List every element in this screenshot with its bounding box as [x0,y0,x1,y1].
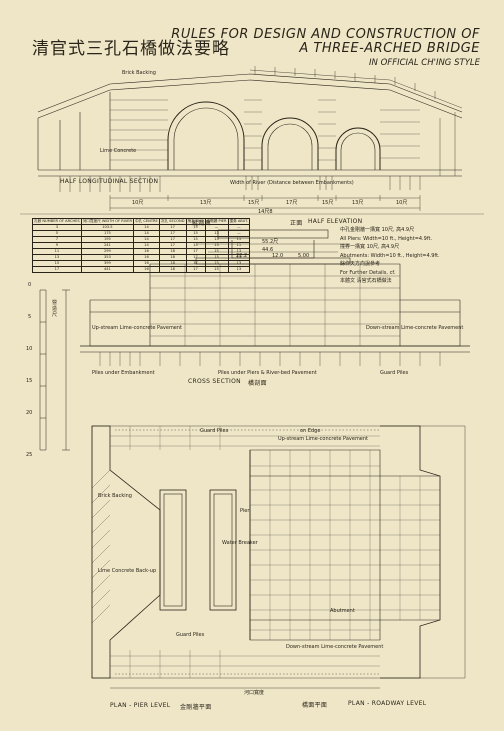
table-cell: 16 [133,266,160,273]
scale-label-cn: 營造尺 [52,300,58,318]
scale-tick-0: 0 [28,282,32,288]
label-lime-concrete-backing: Lime Concrete Back-up [98,568,157,574]
span-table-header-cell: 梢孔 END [185,218,206,225]
span-table-header-cell: 金剛牆 PIER [204,218,229,225]
label-piles-embankment: Piles under Embankment [92,370,155,376]
dim-7: 10尺 [396,200,408,206]
title-english-line3: IN OFFICIAL CH'ING STYLE [369,58,480,68]
label-abutment: Abutment [330,608,355,614]
notes-block: 中孔金剛牆一搆寬 10尺, 高4.9尺 All Piers: Width=10 … [340,226,440,286]
section-title-cross-cn: 橫剖面 [248,380,267,387]
label-on-edge: on Edge [300,428,321,434]
span-table-header-cell: 河口寬度尺 WIDTH OF RIVER [80,218,135,225]
note-line: 撞券一搆寬 10尺, 高4.9尺 [340,244,400,250]
label-river-width-plan: 河口寬度 [244,690,265,696]
note-line: 中孔金剛牆一搆寬 10尺, 高4.9尺 [340,227,415,233]
note-line: 餘作天方向說參考 [340,261,381,267]
title-english: RULES FOR DESIGN AND CONSTRUCTION OF A T… [171,28,480,70]
dim-w5: 5.00 [298,253,310,259]
title-chinese: 清官式三孔石橋做法要略 [32,39,230,59]
dim-2: 13尺 [200,200,212,206]
label-downstream: Down-stream Lime-concrete Pavement [286,644,384,650]
dim-1: 10尺 [132,200,144,206]
title-english-line2: A THREE-ARCHED BRIDGE [299,41,480,56]
dim-w4: 12.0 [272,253,284,259]
section-title-half-elev-cn: 正面 [290,220,303,227]
label-piles-piers: Piles under Piers & River-bed Pavement [218,370,317,376]
dim-w1: 55.2尺 [262,239,279,245]
label-guard-piles-bottom: Guard Piles [176,632,205,638]
scale-tick-15: 15 [26,378,33,384]
table-cell: 15 [204,266,229,273]
scale-tick-20: 20 [26,410,33,416]
scale-tick-25: 25 [26,452,33,458]
section-title-plan-road: PLAN - ROADWAY LEVEL [348,700,427,707]
label-lime-concrete-top: Lime Concrete [100,148,137,154]
dim-4: 17尺 [286,200,298,206]
label-guard-piles-cross: Guard Piles [380,370,409,376]
title-english-line1: RULES FOR DESIGN AND CONSTRUCTION OF [171,27,480,42]
section-title-plan-pier: PLAN - PIER LEVEL [110,702,171,709]
scale-bar [39,289,70,451]
dim-3: 15尺 [248,200,260,206]
label-pier: Pier [240,508,250,514]
label-downstream-pavement: Down-stream Lime-concrete Pavement [366,325,464,331]
table-cell: 441 [80,266,135,273]
note-line: For Further Details, cf. [340,269,396,276]
dim-total: 14尺8 [258,209,273,215]
scale-tick-10: 10 [26,346,33,352]
label-brick-backing-plan: Brick Backing [98,493,132,499]
span-table-header: 孔數 NUMBER OF ARCHES 河口寬度尺 WIDTH OF RIVER… [32,218,251,225]
longitudinal-section [37,66,463,211]
dim-5: 15尺 [322,200,334,206]
section-title-cross: CROSS SECTION [188,378,241,385]
plan-drawing [91,425,466,689]
table-cell: 13 [227,266,251,273]
note-line: All Piers: Width=10 ft., Height=4.9ft. [340,235,433,242]
span-table-header-cell: 次孔 SECOND [158,218,187,225]
section-title-plan-road-cn: 橋面平面 [302,702,328,709]
label-upstream: Up-stream Lime-concrete Pavement [278,436,369,442]
note-line: Abutments: Width=10 ft., Height=4.9ft. [340,252,440,259]
span-table-header-cell: 中孔 CENTRE [133,218,160,225]
note-line: 本體文 清官式石橋做法 [340,278,392,284]
label-guard-piles: Guard Piles [200,428,229,434]
label-water-breaker: Water Breaker [222,540,258,546]
scale-tick-5: 5 [28,314,32,320]
span-table-header-cell: 撞券 ABUT. [227,218,251,225]
label-brick-backing-top: Brick Backing [122,70,156,76]
section-title-long: HALF LONGITUDINAL SECTION [60,178,159,185]
table-cell: 17 [32,266,82,273]
label-width-river: Width of River (Distance between Embankm… [230,180,354,186]
label-upstream-pavement: Up-stream Lime-concrete Pavement [92,325,183,331]
dim-w3: 22.2 [236,253,248,259]
dim-w2: 44.6 [262,247,274,253]
section-title-plan-pier-cn: 金剛牆平面 [180,704,212,711]
table-cell: 17 [185,266,206,273]
section-title-half-elev: HALF ELEVATION [308,218,363,225]
span-table: 孔數 NUMBER OF ARCHES 河口寬度尺 WIDTH OF RIVER… [32,218,251,273]
dim-6: 13尺 [352,200,364,206]
span-table-header-cell: 孔數 NUMBER OF ARCHES [32,218,82,225]
table-cell: 18 [158,266,187,273]
